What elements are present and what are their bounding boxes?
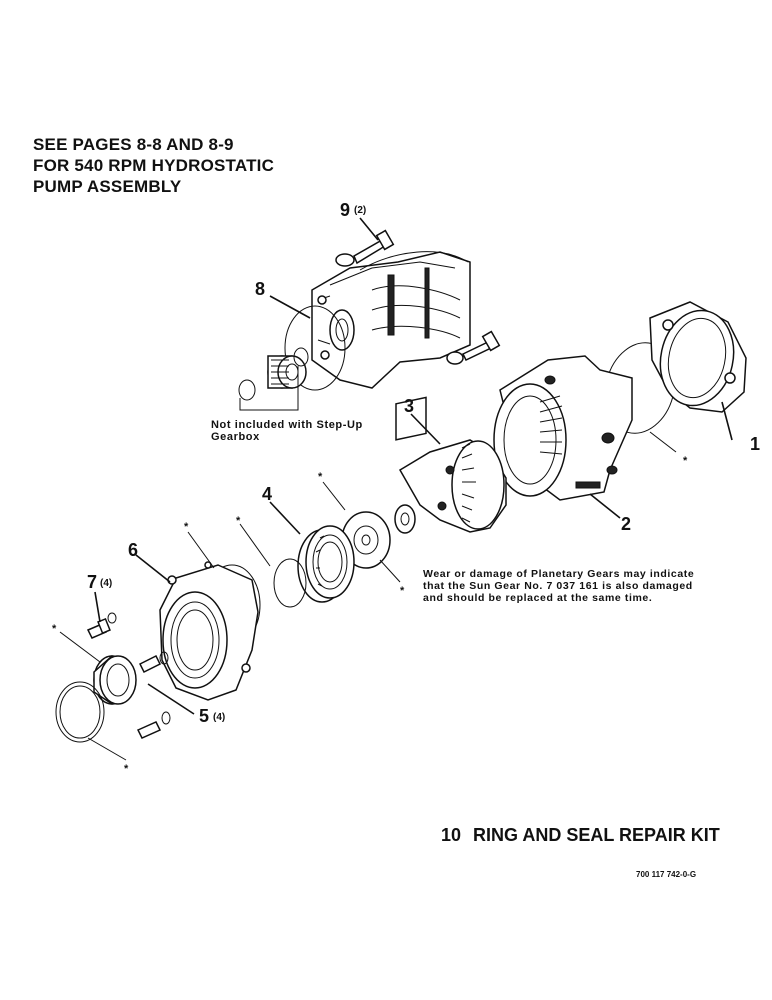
callout-3: 3 [404, 396, 414, 416]
bearing-retainer [159, 561, 259, 701]
retainer-bolt-middle [138, 651, 169, 674]
bearing [297, 525, 355, 603]
step-up-note-line-2: Gearbox [211, 431, 260, 443]
spline-coupling [267, 355, 307, 389]
callout-5: 5 [199, 706, 209, 726]
heading-line-1: SEE PAGES 8-8 AND 8-9 [33, 135, 234, 154]
callout-6: 6 [128, 540, 138, 560]
document-number: 700 117 742-0-G [636, 870, 697, 879]
heading-line-3: PUMP ASSEMBLY [33, 177, 182, 196]
callout-1: 1 [750, 434, 760, 454]
planetary-note-line-3: and should be replaced at the same time. [423, 592, 653, 604]
planetary-gear-note: Wear or damage of Planetary Gears may in… [423, 568, 694, 604]
callout-7: 7 [87, 572, 97, 592]
callout-2: 2 [621, 514, 631, 534]
kit-marker-seal: * [52, 623, 57, 635]
callout-9: 9 [340, 200, 350, 220]
kit-marker-retainer-ring: * [184, 521, 189, 533]
heading-line-2: FOR 540 RPM HYDROSTATIC [33, 156, 275, 175]
retainer-bolt-lower [136, 711, 171, 739]
kit-marker-washer: * [400, 585, 405, 597]
kit-marker-outer-ring: * [124, 763, 129, 775]
callout-8: 8 [255, 279, 265, 299]
reference-heading: SEE PAGES 8-8 AND 8-9 FOR 540 RPM HYDROS… [33, 134, 274, 197]
pump-bolt-lower [446, 330, 501, 365]
snap-ring-right [293, 347, 309, 367]
gearbox-cover [649, 301, 747, 413]
gear-housing [493, 355, 633, 501]
kit-marker-housing-ring: * [683, 455, 688, 467]
step-up-note-line-1: Not included with Step-Up [211, 419, 363, 431]
planetary-note-line-1: Wear or damage of Planetary Gears may in… [423, 568, 695, 580]
bearing-snap-ring [273, 558, 307, 608]
snap-ring-left [238, 379, 256, 401]
kit-marker-snap-ring: * [236, 515, 241, 527]
callout-4: 4 [262, 484, 272, 504]
repair-kit-number: 10 [441, 825, 462, 845]
pump-bolt-upper [335, 229, 395, 267]
repair-kit-label: 10 RING AND SEAL REPAIR KIT [441, 825, 720, 846]
callout-5-qty: (4) [213, 712, 225, 723]
step-up-note: Not included with Step-Up Gearbox [211, 419, 363, 443]
retainer-bolt-upper [86, 612, 117, 639]
oil-seal [93, 655, 137, 705]
callout-9-qty: (2) [354, 205, 366, 216]
hydrostatic-pump [311, 251, 471, 389]
callout-7-qty: (4) [100, 578, 112, 589]
planetary-carrier [394, 396, 507, 534]
planetary-note-line-2: that the Sun Gear No. 7 037 161 is also … [423, 580, 693, 592]
pump-gasket [284, 305, 346, 391]
outer-o-ring [55, 681, 105, 743]
kit-marker-bearing-ring: * [318, 471, 323, 483]
repair-kit-text: RING AND SEAL REPAIR KIT [473, 825, 720, 845]
